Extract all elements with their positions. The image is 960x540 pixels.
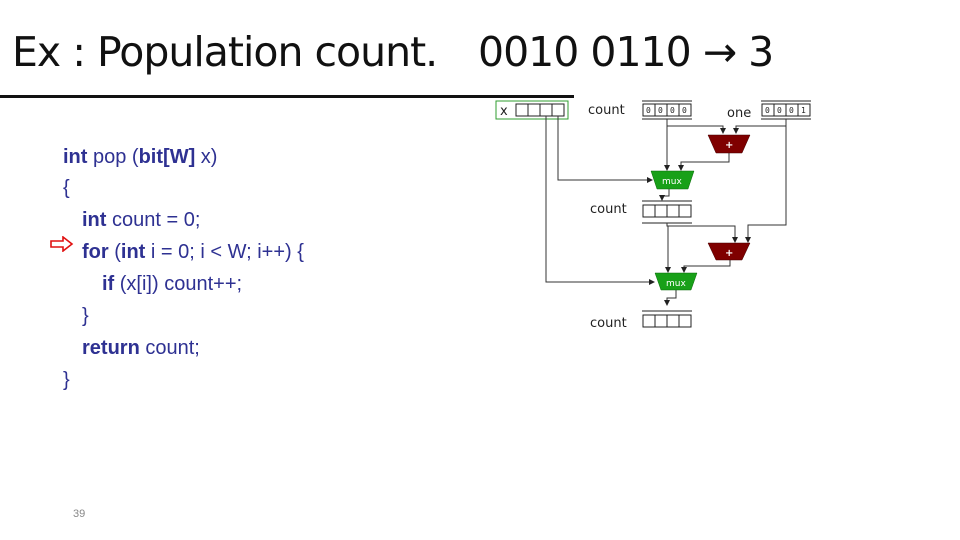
code-line: return count; [82,333,200,363]
code-line: if (x[i]) count++; [102,269,242,299]
code-line: { [63,173,70,203]
count-init-register: 0 0 0 0 [642,100,692,120]
count-label: count [588,103,625,118]
mux-label: mux [662,177,682,187]
count-label-3: count [590,316,627,331]
x-register: x [495,100,569,120]
code-text: ( [108,241,121,263]
keyword: for [82,241,109,263]
count-label-2: count [590,202,627,217]
code-line-current: for (int i = 0; i < W; i++) { [82,237,304,267]
code-line: } [63,365,70,395]
bit-value: 0 [682,106,687,115]
example-text: 0010 0110 → 3 [478,28,774,76]
code-text: count = 0; [106,209,201,231]
mux-label: mux [666,279,686,289]
code-text: } [63,369,70,391]
code-text: x) [195,146,218,168]
keyword: if [102,273,115,295]
mux-unit: mux [650,170,695,190]
code-text: count; [139,337,200,359]
wires-stage-1 [557,116,787,243]
keyword: int [120,241,146,263]
code-text: (x[i]) count++; [114,273,243,295]
one-register: 0 0 0 1 [761,100,811,120]
adder-unit: + [707,134,751,154]
code-line: int pop (bit[W] x) [63,142,217,172]
title-text: Ex : Population count. [12,28,438,76]
arrow-icon [50,236,74,252]
bit-value: 0 [777,106,782,115]
count-register [642,200,692,224]
bit-value: 0 [670,106,675,115]
keyword: bit[W] [138,146,196,168]
count-register-output [642,310,692,328]
code-text: } [82,305,89,327]
bit-value: 1 [801,106,806,115]
wires-stage-2 [545,116,738,306]
mux-unit: mux [654,272,698,291]
adder-label: + [725,248,733,259]
code-text: i = 0; i < W; i++) { [145,241,304,263]
one-label: one [727,106,751,121]
code-line: int count = 0; [82,205,200,235]
code-text: pop ( [87,146,139,168]
bit-value: 0 [789,106,794,115]
bit-value: 0 [765,106,770,115]
code-text: { [63,177,70,199]
keyword: int [63,146,88,168]
page-number: 39 [73,508,86,520]
code-line: } [82,301,89,331]
x-label: x [500,104,508,119]
adder-unit: + [707,242,751,261]
keyword: return [82,337,140,359]
keyword: int [82,209,107,231]
bit-value: 0 [658,106,663,115]
title-divider [0,95,574,98]
slide-title: Ex : Population count. 0010 0110 → 3 [12,28,774,76]
bit-value: 0 [646,106,651,115]
adder-label: + [725,140,733,151]
